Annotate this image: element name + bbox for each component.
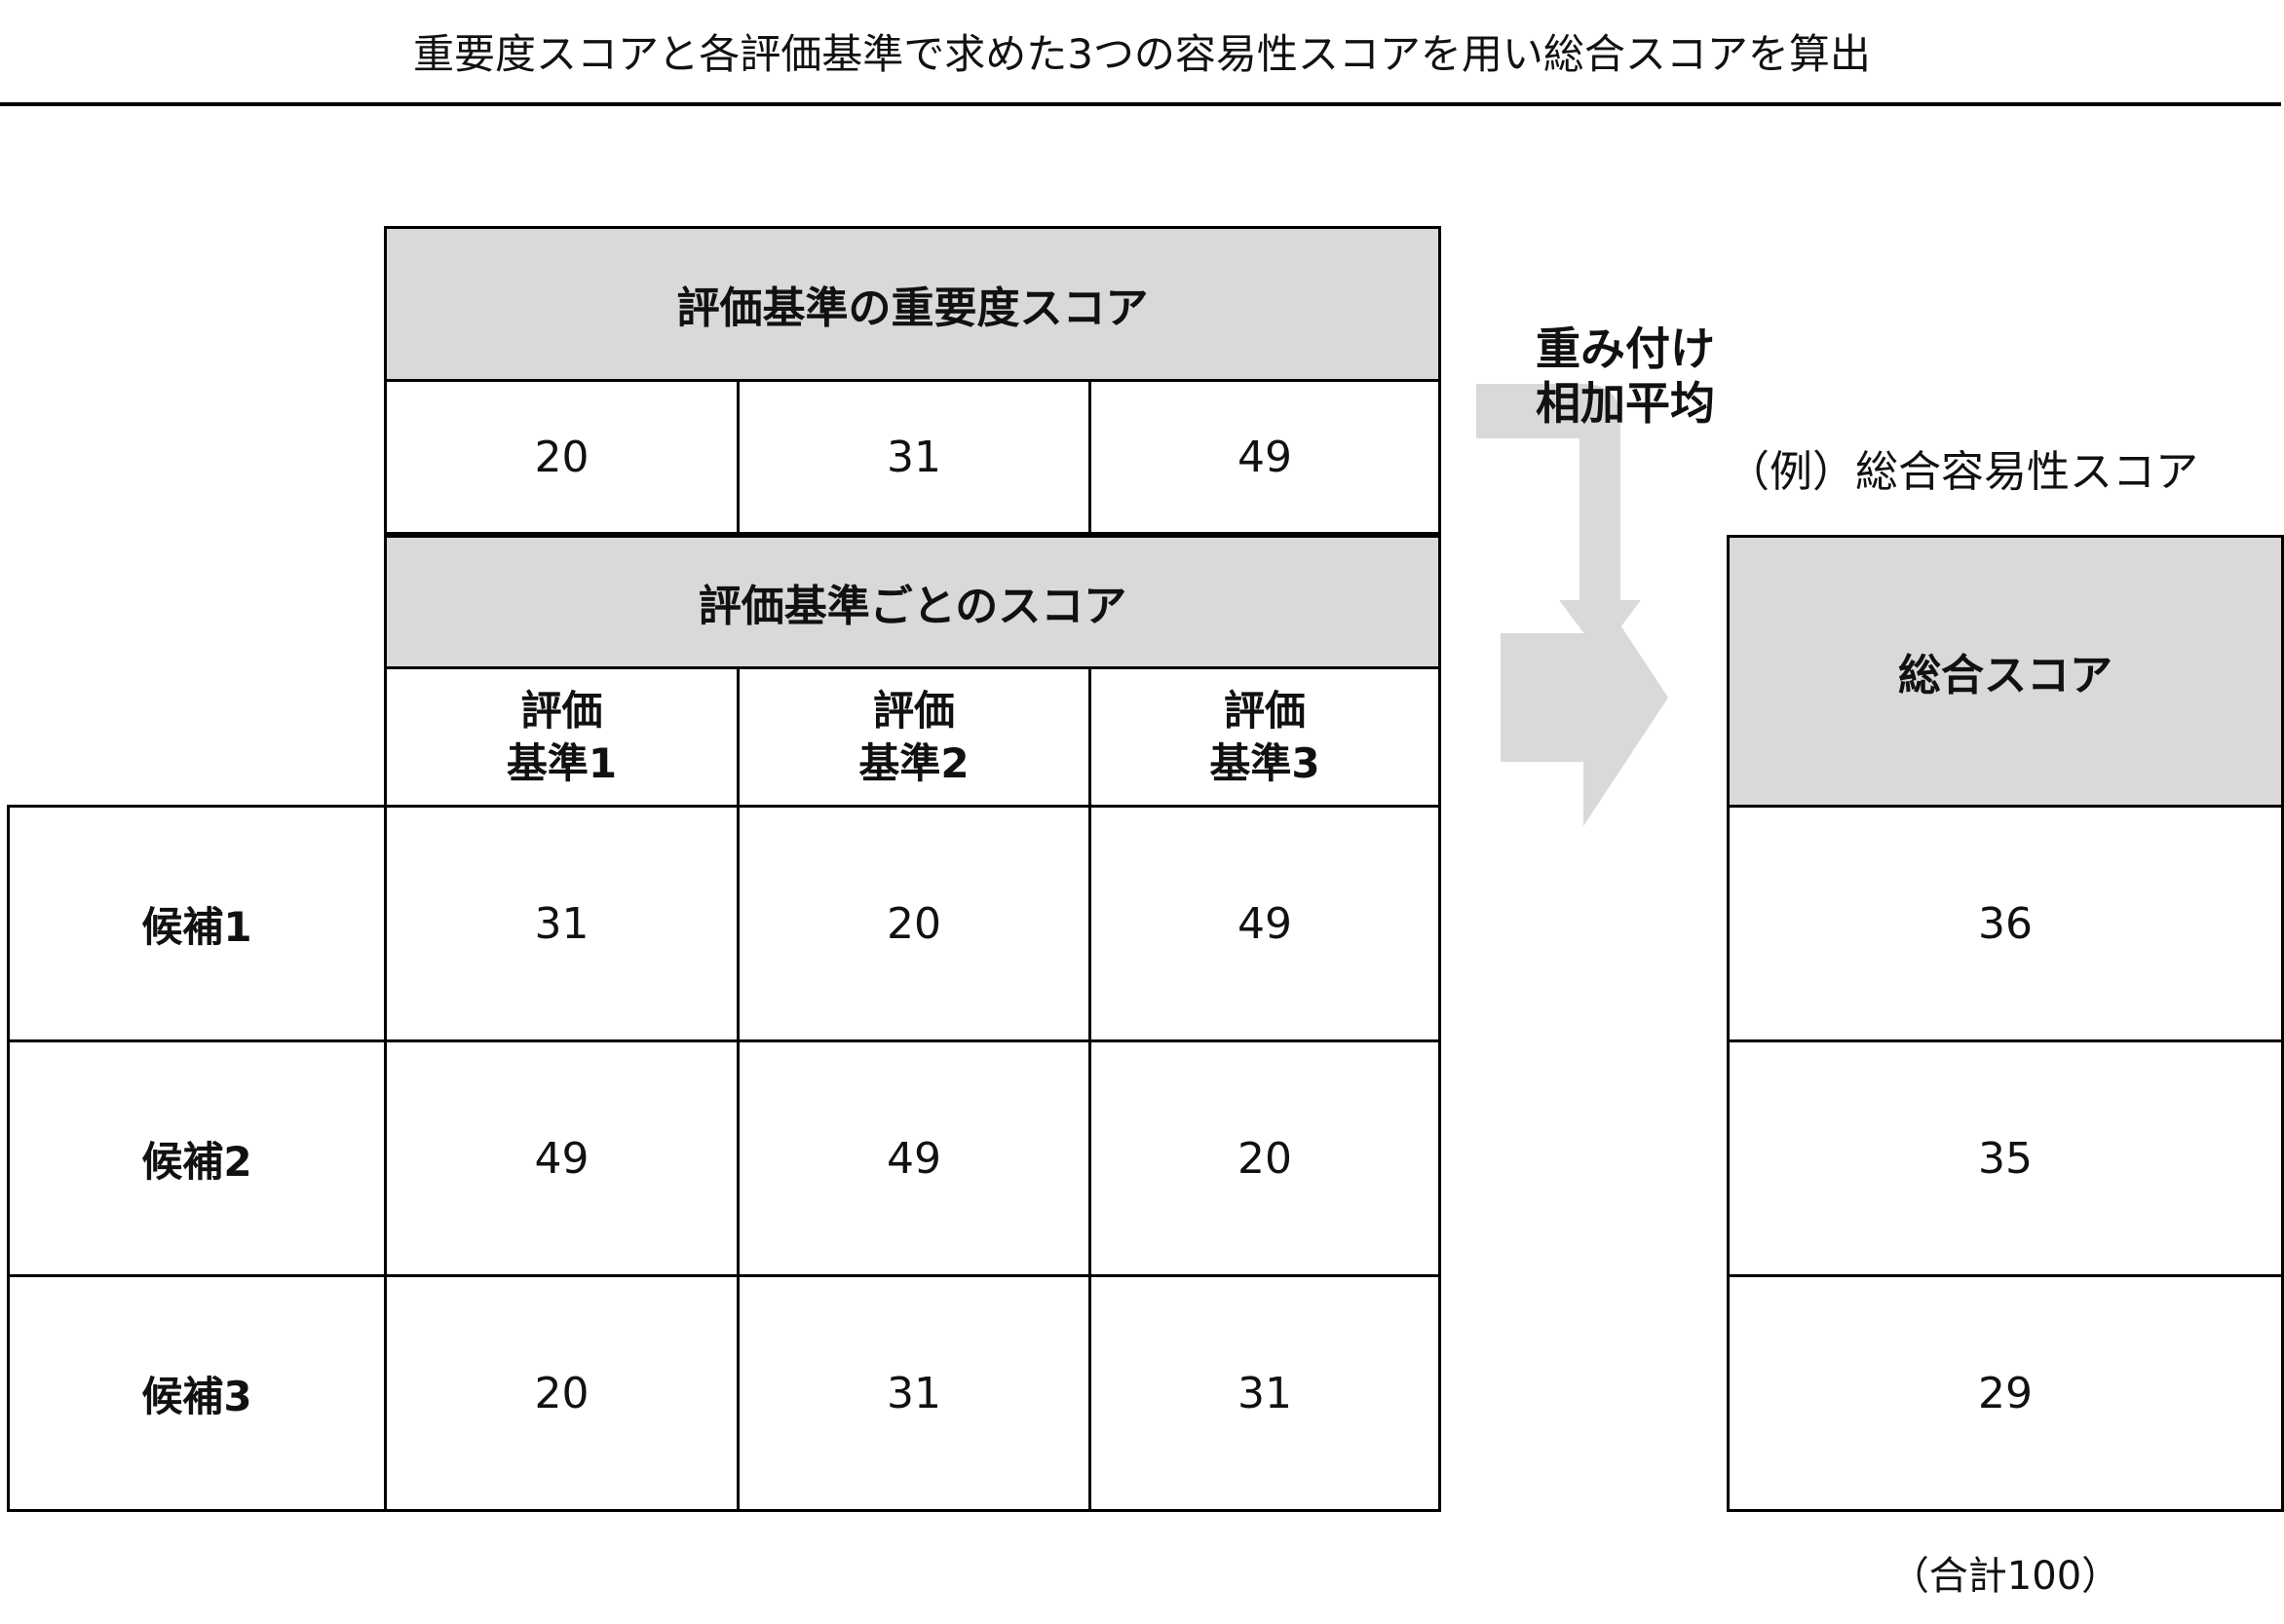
total-caption: （例）総合容易性スコア <box>1727 447 2198 497</box>
column-label: 基準2 <box>858 738 970 787</box>
table-cell: 49 <box>737 1039 1091 1277</box>
criteria-column-1: 評価基準1 <box>384 666 740 808</box>
criteria-column-2: 評価基準2 <box>737 666 1091 808</box>
bent-down-arrow-icon <box>1476 384 1641 655</box>
total-value-1: 36 <box>1727 805 2284 1042</box>
column-label: 基準3 <box>1209 738 1320 787</box>
table-cell: 31 <box>384 805 740 1042</box>
title-divider <box>0 102 2281 106</box>
importance-value-3: 49 <box>1088 379 1441 535</box>
table-cell: 20 <box>1088 1039 1441 1277</box>
column-label: 評価 <box>520 686 603 735</box>
table-cell: 31 <box>1088 1274 1441 1512</box>
table-cell: 49 <box>384 1039 740 1277</box>
column-label: 評価 <box>1223 686 1306 735</box>
total-value-3: 29 <box>1727 1274 2284 1512</box>
importance-value-2: 31 <box>737 379 1091 535</box>
table-cell: 49 <box>1088 805 1441 1042</box>
table-cell: 31 <box>737 1274 1091 1512</box>
total-header: 総合スコア <box>1727 535 2284 808</box>
method-line: 重み付け <box>1536 322 1715 375</box>
importance-header: 評価基準の重要度スコア <box>384 226 1441 382</box>
total-footnote: （合計100） <box>1889 1554 2121 1599</box>
criteria-column-3: 評価基準3 <box>1088 666 1441 808</box>
total-value-2: 35 <box>1727 1039 2284 1277</box>
row-label-candidate-1: 候補1 <box>7 805 387 1042</box>
table-cell: 20 <box>384 1274 740 1512</box>
method-line: 相加平均 <box>1536 377 1715 430</box>
criteria-header: 評価基準ごとのスコア <box>384 535 1441 669</box>
column-label: 評価 <box>872 686 955 735</box>
row-label-candidate-2: 候補2 <box>7 1039 387 1277</box>
table-cell: 20 <box>737 805 1091 1042</box>
importance-value-1: 20 <box>384 379 740 535</box>
row-label-candidate-3: 候補3 <box>7 1274 387 1512</box>
method-label: 重み付け 相加平均 <box>1536 321 1715 431</box>
page-title: 重要度スコアと各評価基準で求めた3つの容易性スコアを用い総合スコアを算出 <box>413 30 1871 78</box>
column-label: 基準1 <box>506 738 618 787</box>
right-arrow-icon <box>1501 569 1668 826</box>
